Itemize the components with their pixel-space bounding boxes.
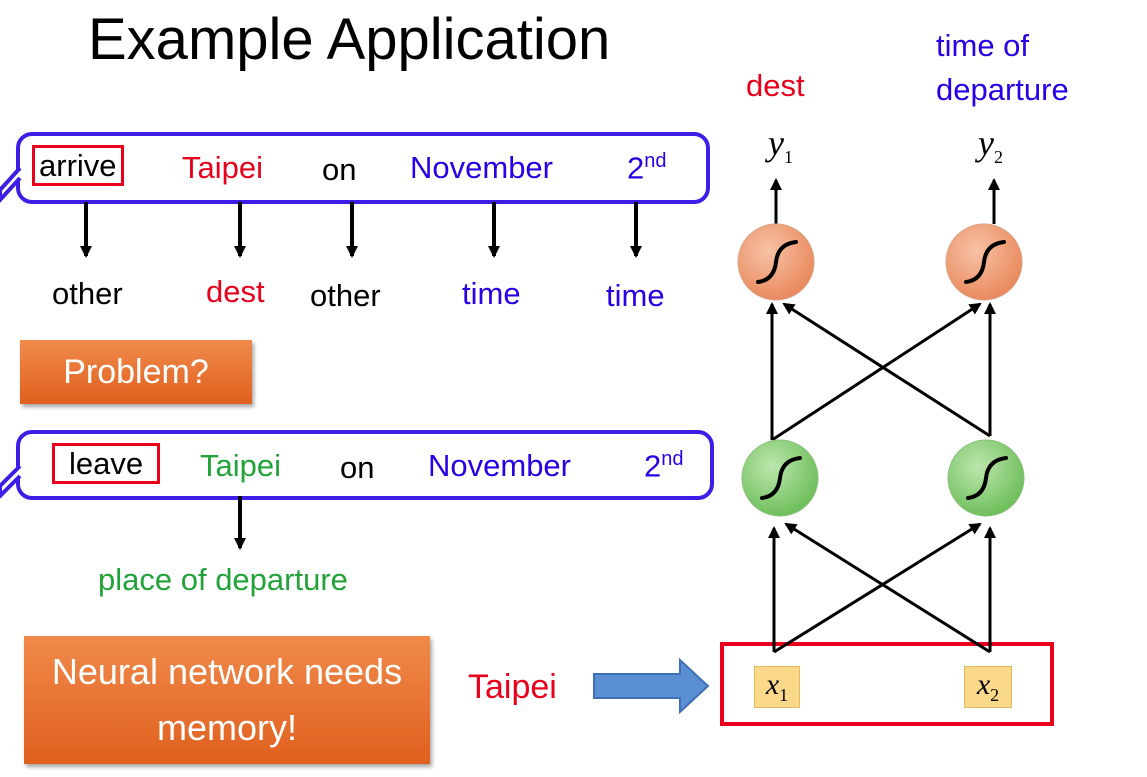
input-layer-box bbox=[720, 642, 1054, 726]
edge-x1-h2 bbox=[773, 522, 982, 654]
sentence2-word-november: November bbox=[428, 448, 571, 483]
sentence1-ordinal-suffix: nd bbox=[644, 150, 667, 172]
edge-x2-h1 bbox=[784, 522, 991, 654]
sentence2-word-2nd: 2nd bbox=[644, 448, 684, 484]
edge-h2-o1 bbox=[782, 302, 991, 438]
sentence1-ordinal-number: 2 bbox=[627, 150, 645, 186]
y2-name: y bbox=[978, 123, 994, 163]
tag-november: time bbox=[462, 276, 521, 311]
sentence1-word-taipei: Taipei bbox=[182, 150, 263, 185]
x1-sub: 1 bbox=[779, 685, 789, 705]
sigmoid-icon bbox=[756, 240, 798, 284]
y2-sub: 2 bbox=[993, 147, 1003, 168]
output-label-dest: dest bbox=[746, 68, 805, 103]
bubble1-tail bbox=[0, 166, 22, 203]
x1-name: x bbox=[765, 668, 780, 701]
sentence2-word-leave: leave bbox=[52, 443, 161, 484]
bubble2-tail bbox=[0, 464, 22, 499]
y1-name: y bbox=[768, 123, 784, 163]
output-y1-label: y1 bbox=[768, 122, 793, 168]
edge-h1-o2 bbox=[771, 302, 982, 442]
input-block-arrow bbox=[593, 657, 710, 715]
output-label-time-text: time of departure bbox=[936, 28, 1069, 107]
input-x2: x2 bbox=[964, 666, 1012, 708]
arrive-highlight-box: arrive bbox=[32, 145, 124, 186]
tag-on: other bbox=[310, 278, 381, 313]
problem-label: Problem? bbox=[20, 340, 252, 404]
sentence1-word-arrive: arrive bbox=[32, 145, 124, 186]
x2-name: x bbox=[976, 668, 991, 701]
sentence2-ordinal-suffix: nd bbox=[661, 448, 684, 470]
leave-highlight-box: leave bbox=[52, 443, 161, 484]
slide-title: Example Application bbox=[88, 7, 611, 72]
sentence2-bubble bbox=[16, 430, 714, 500]
sigmoid-icon bbox=[966, 456, 1008, 500]
input-word-taipei: Taipei bbox=[468, 668, 557, 706]
x2-sub: 2 bbox=[990, 685, 1000, 705]
tag-2nd: time bbox=[606, 278, 665, 313]
sentence2-word-taipei: Taipei bbox=[200, 448, 281, 483]
memory-label-text: Neural network needs memory! bbox=[51, 651, 403, 748]
output-label-time-of-departure: time of departure bbox=[936, 24, 1116, 112]
sigmoid-icon bbox=[964, 240, 1006, 284]
output-y2-label: y2 bbox=[978, 122, 1003, 168]
y1-sub: 1 bbox=[783, 147, 793, 168]
tag-taipei: dest bbox=[206, 274, 265, 309]
sentence2-ordinal-number: 2 bbox=[644, 448, 662, 484]
sentence1-bubble bbox=[16, 132, 710, 204]
tag-place-of-departure: place of departure bbox=[98, 562, 348, 597]
sentence2-word-on: on bbox=[340, 450, 375, 485]
input-x1: x1 bbox=[754, 666, 800, 708]
sentence1-word-on: on bbox=[322, 152, 357, 187]
sentence1-word-2nd: 2nd bbox=[627, 150, 667, 186]
sentence1-word-november: November bbox=[410, 150, 553, 185]
memory-label: Neural network needs memory! bbox=[24, 636, 430, 764]
tag-arrive: other bbox=[52, 276, 123, 311]
sigmoid-icon bbox=[760, 456, 802, 500]
